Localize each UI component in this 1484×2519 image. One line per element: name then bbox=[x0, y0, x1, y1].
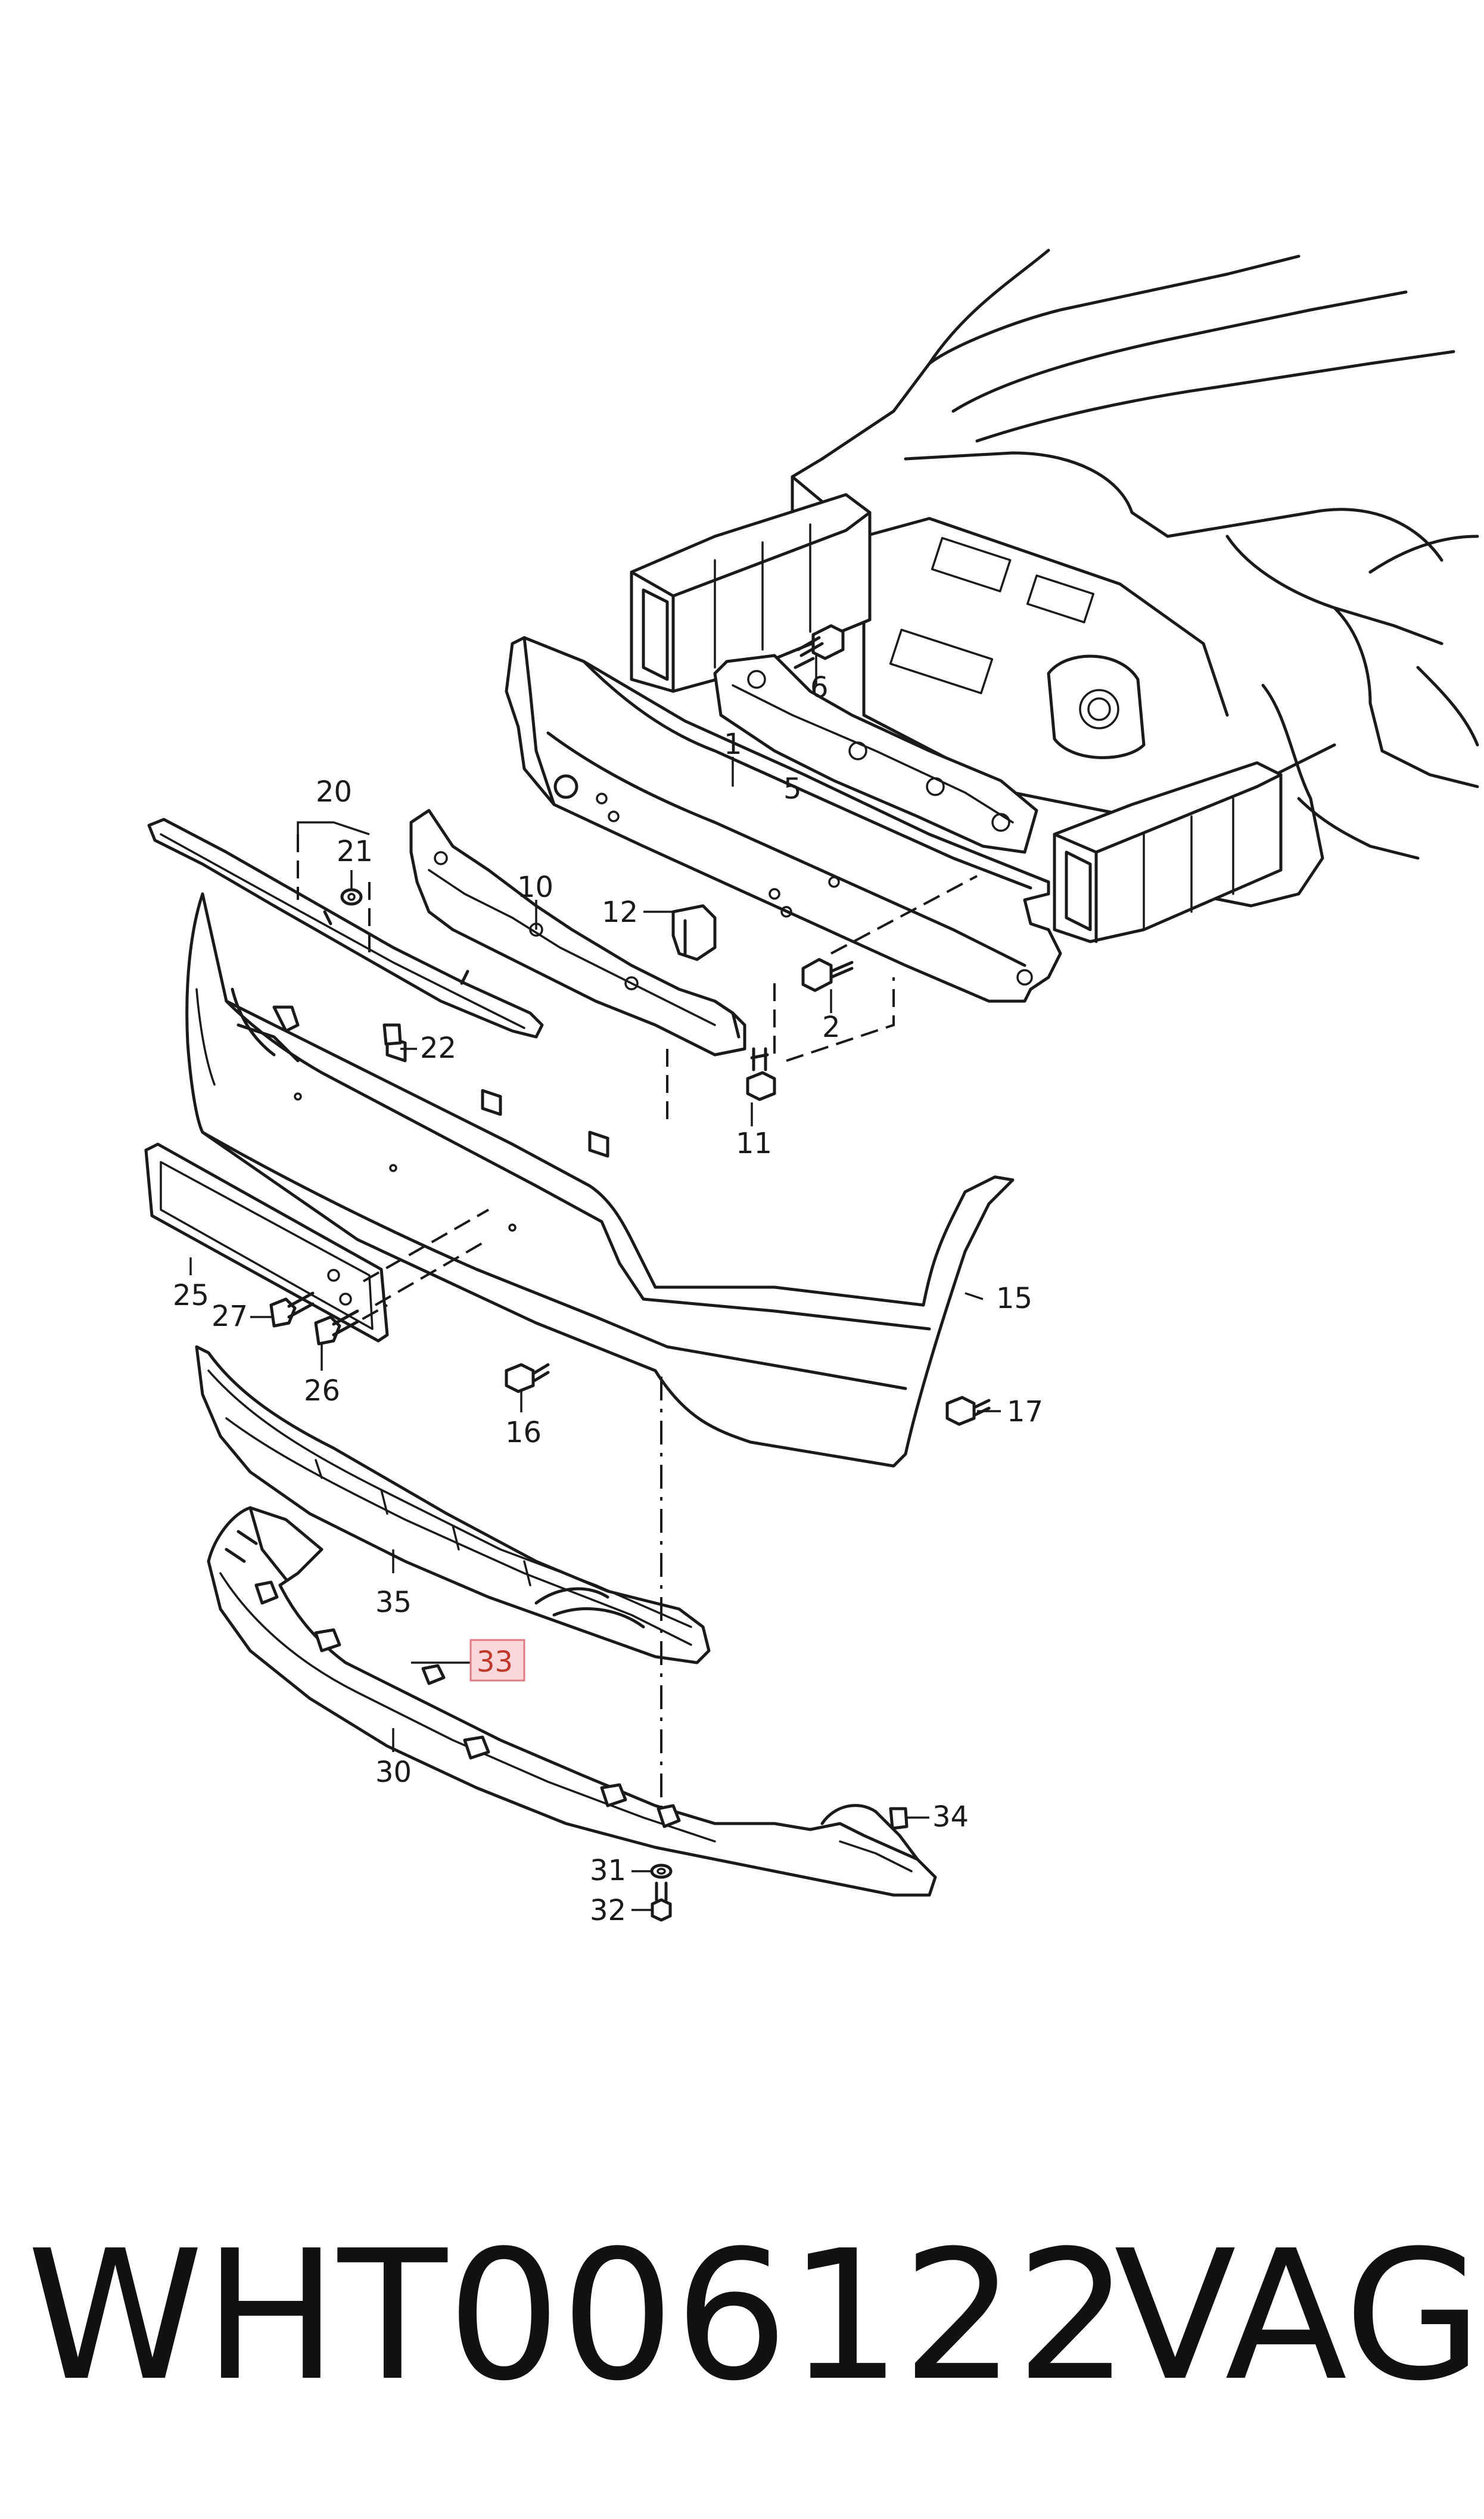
part-15-bumper-cover bbox=[185, 892, 1015, 1468]
part-12-bracket bbox=[671, 904, 717, 961]
callout-5: 5 bbox=[783, 772, 802, 806]
callout-10: 10 bbox=[517, 871, 553, 904]
leader-lines bbox=[189, 656, 1001, 1911]
crash-box-right bbox=[1053, 761, 1283, 943]
assembly-lines bbox=[297, 834, 978, 1812]
part-31-washer bbox=[650, 1863, 673, 1879]
part-32-bolt bbox=[651, 1881, 672, 1922]
callout-2: 2 bbox=[822, 1011, 841, 1044]
callout-34: 34 bbox=[932, 1800, 969, 1834]
callout-32: 32 bbox=[590, 1894, 626, 1927]
callout-6: 6 bbox=[810, 671, 829, 704]
footer-part-number: WHT006122 bbox=[27, 2212, 1130, 2420]
part-34-clip-nut bbox=[889, 1807, 909, 1830]
callout-30: 30 bbox=[375, 1756, 412, 1789]
callout-16: 16 bbox=[505, 1416, 542, 1449]
part-22-clip bbox=[382, 1023, 402, 1046]
callout-labels: 1 2 5 6 10 11 12 15 16 17 20 21 22 25 26… bbox=[173, 671, 1043, 1927]
callout-33-highlight-box bbox=[469, 1639, 525, 1682]
callout-26: 26 bbox=[304, 1374, 340, 1408]
callout-17: 17 bbox=[1007, 1395, 1043, 1428]
callout-33: 33 bbox=[477, 1645, 513, 1679]
callout-31: 31 bbox=[590, 1854, 626, 1887]
callout-1: 1 bbox=[724, 728, 742, 761]
callout-25: 25 bbox=[173, 1279, 209, 1312]
callout-11: 11 bbox=[736, 1127, 772, 1160]
part-1-bumper-beam bbox=[505, 636, 1062, 1003]
part-6-bolt bbox=[794, 624, 845, 669]
part-2-bolt bbox=[801, 958, 854, 992]
part-20-trim-strip bbox=[147, 818, 544, 1039]
part-5-mounting-bracket bbox=[713, 654, 1038, 854]
callout-20: 20 bbox=[316, 775, 352, 809]
footer-brand: VAG bbox=[1114, 2212, 1482, 2420]
callout-15: 15 bbox=[996, 1282, 1032, 1315]
part-11-bolt bbox=[746, 1047, 776, 1101]
part-16-bolt bbox=[505, 1363, 550, 1393]
callout-35: 35 bbox=[375, 1586, 412, 1619]
callout-22: 22 bbox=[420, 1032, 456, 1065]
part-10-bumper-bracket bbox=[409, 809, 746, 1057]
part-25-licence-plate-holder bbox=[144, 1142, 389, 1343]
callout-12: 12 bbox=[602, 896, 638, 929]
callout-27: 27 bbox=[211, 1300, 248, 1333]
callout-21: 21 bbox=[337, 835, 373, 868]
part-30-lower-spoiler bbox=[207, 1506, 937, 1897]
part-35-diffuser-grille bbox=[195, 1345, 711, 1664]
footer: WHT006122 VAG bbox=[27, 2212, 1482, 2420]
part-33-clip bbox=[421, 1664, 446, 1685]
part-27-screw bbox=[269, 1291, 315, 1328]
